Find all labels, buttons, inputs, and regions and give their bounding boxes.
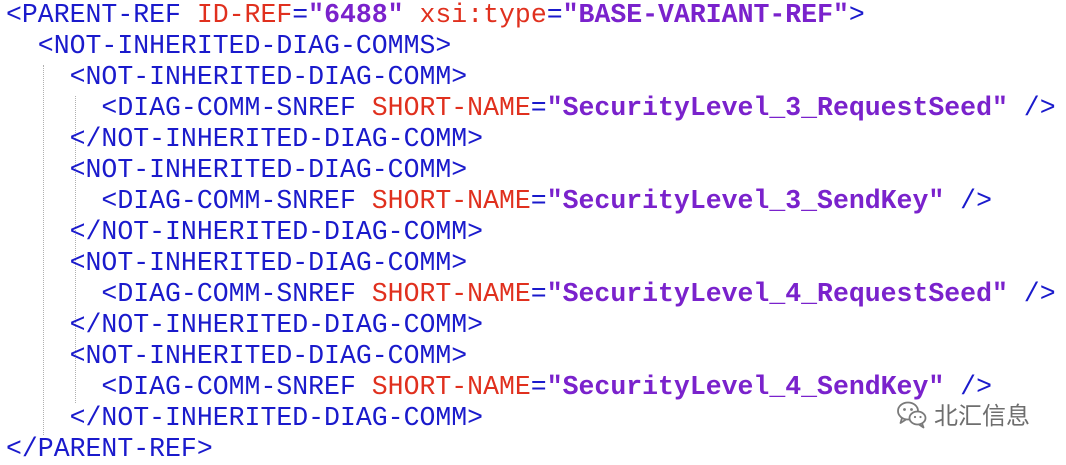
code-line: <DIAG-COMM-SNREF SHORT-NAME="SecurityLev… [6, 372, 1056, 403]
xml-tag-token: <NOT-INHERITED-DIAG-COMM> [6, 62, 468, 92]
xml-tag-token: <DIAG-COMM-SNREF [6, 279, 372, 309]
code-line: <NOT-INHERITED-DIAG-COMM> [6, 155, 1056, 186]
indent-guide-2 [75, 96, 76, 403]
code-line: <PARENT-REF ID-REF="6488" xsi:type="BASE… [6, 0, 1056, 31]
code-line: </NOT-INHERITED-DIAG-COMM> [6, 310, 1056, 341]
xml-tag-token: /> [944, 372, 992, 402]
xml-attribute-token: xsi:type [419, 0, 547, 30]
code-line: <DIAG-COMM-SNREF SHORT-NAME="SecurityLev… [6, 93, 1056, 124]
code-line: <NOT-INHERITED-DIAG-COMM> [6, 62, 1056, 93]
xml-tag-token: </NOT-INHERITED-DIAG-COMM> [6, 310, 484, 340]
xml-value-token: "6488" [308, 0, 404, 30]
xml-attribute-token: SHORT-NAME [371, 279, 531, 309]
xml-tag-token: <NOT-INHERITED-DIAG-COMM> [6, 341, 468, 371]
xml-equals-token: = [530, 372, 547, 402]
wechat-icon [897, 401, 927, 428]
xml-tag-token: <DIAG-COMM-SNREF [6, 186, 372, 216]
code-line: <NOT-INHERITED-DIAG-COMM> [6, 341, 1056, 372]
code-line: <NOT-INHERITED-DIAG-COMMS> [6, 31, 1056, 62]
xml-tag-token: > [848, 0, 865, 30]
xml-tag-token: <NOT-INHERITED-DIAG-COMM> [6, 155, 468, 185]
xml-equals-token: = [546, 0, 563, 30]
code-line: </NOT-INHERITED-DIAG-COMM> [6, 124, 1056, 155]
xml-value-token: "BASE-VARIANT-REF" [562, 0, 849, 30]
code-line: <DIAG-COMM-SNREF SHORT-NAME="SecurityLev… [6, 186, 1056, 217]
xml-tag-token [404, 0, 420, 30]
xml-tag-token: /> [944, 186, 992, 216]
indent-guide-1 [43, 65, 44, 435]
xml-equals-token: = [530, 93, 547, 123]
xml-tag-token: </NOT-INHERITED-DIAG-COMM> [6, 124, 484, 154]
watermark: 北汇信息 [896, 396, 1030, 431]
xml-tag-token: </NOT-INHERITED-DIAG-COMM> [6, 403, 484, 433]
xml-tag-token: <NOT-INHERITED-DIAG-COMM> [6, 248, 468, 278]
xml-attribute-token: ID-REF [196, 0, 293, 30]
xml-tag-token: /> [1007, 279, 1056, 309]
xml-tag-token: /> [1007, 93, 1056, 123]
xml-tag-token: </NOT-INHERITED-DIAG-COMM> [6, 217, 484, 247]
xml-equals-token: = [530, 186, 547, 216]
xml-value-token: "SecurityLevel_3_RequestSeed" [546, 93, 1008, 123]
xml-tag-token: <DIAG-COMM-SNREF [6, 372, 372, 402]
code-line: </PARENT-REF> [6, 434, 1056, 465]
xml-attribute-token: SHORT-NAME [371, 372, 531, 402]
xml-value-token: "SecurityLevel_4_RequestSeed" [546, 279, 1008, 309]
xml-tag-token: <PARENT-REF [6, 0, 197, 30]
xml-attribute-token: SHORT-NAME [371, 186, 531, 216]
watermark-text: 北汇信息 [934, 402, 1030, 430]
xml-value-token: "SecurityLevel_4_SendKey" [546, 372, 945, 402]
xml-tag-token: </PARENT-REF> [6, 434, 213, 464]
xml-equals-token: = [530, 279, 547, 309]
xml-equals-token: = [292, 0, 309, 30]
xml-code-view: <PARENT-REF ID-REF="6488" xsi:type="BASE… [6, 0, 1056, 465]
code-line: </NOT-INHERITED-DIAG-COMM> [6, 403, 1056, 434]
code-line: </NOT-INHERITED-DIAG-COMM> [6, 217, 1056, 248]
xml-tag-token: <DIAG-COMM-SNREF [6, 93, 372, 123]
xml-attribute-token: SHORT-NAME [371, 93, 531, 123]
xml-value-token: "SecurityLevel_3_SendKey" [546, 186, 945, 216]
code-line: <DIAG-COMM-SNREF SHORT-NAME="SecurityLev… [6, 279, 1056, 310]
code-line: <NOT-INHERITED-DIAG-COMM> [6, 248, 1056, 279]
xml-tag-token: <NOT-INHERITED-DIAG-COMMS> [6, 31, 452, 61]
